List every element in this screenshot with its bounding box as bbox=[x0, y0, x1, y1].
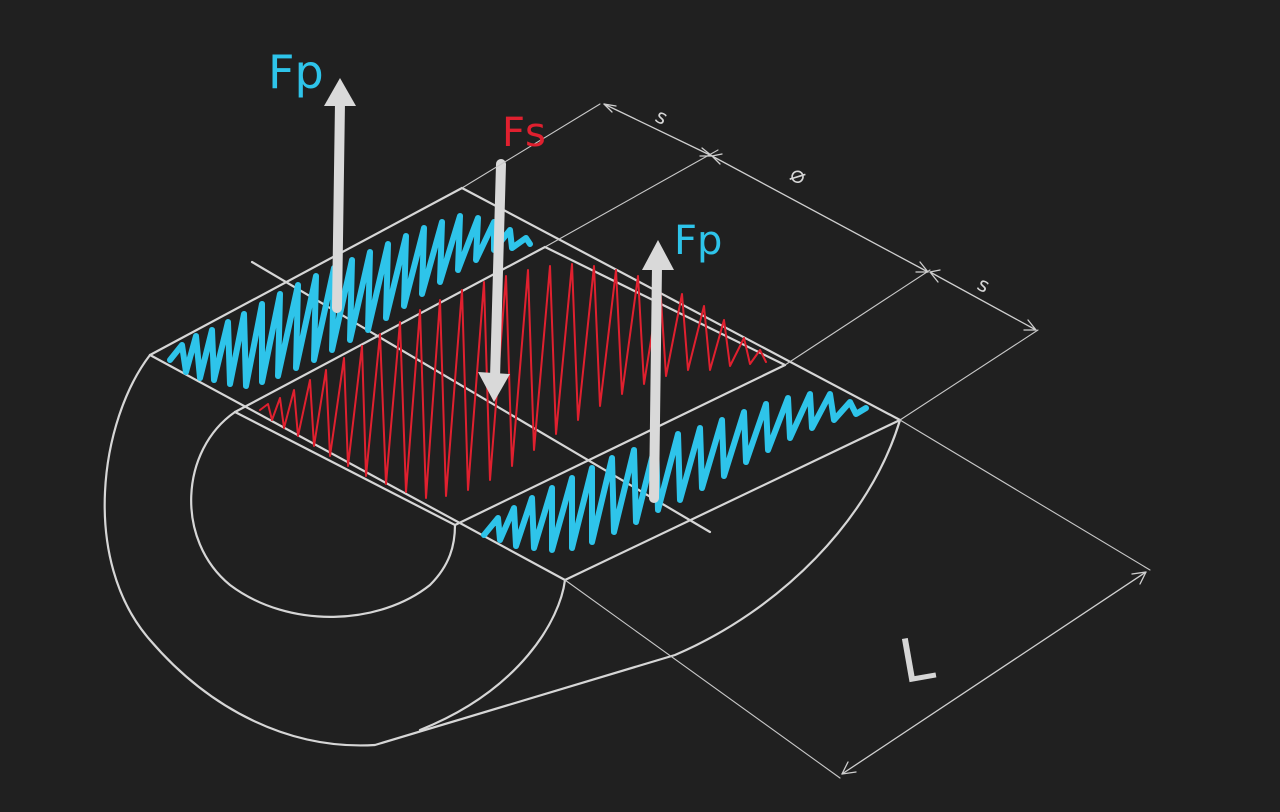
label-fp-left: Fp bbox=[268, 45, 324, 99]
contact-pressure-band-left bbox=[167, 213, 533, 389]
shear-stress-band bbox=[259, 263, 767, 499]
label-dim-s-top: s bbox=[652, 104, 672, 130]
lower-side-edge bbox=[418, 578, 567, 732]
label-dim-diameter: ⌀ bbox=[786, 159, 812, 191]
dimension-s-right bbox=[929, 269, 1037, 331]
label-fs: Fs bbox=[502, 110, 546, 156]
lug-body bbox=[103, 353, 902, 747]
outer-rounded-edge bbox=[103, 353, 902, 747]
force-arrow-fp-left bbox=[324, 78, 356, 313]
label-dim-s-right: s bbox=[974, 272, 994, 298]
dimension-diameter bbox=[711, 153, 929, 273]
force-arrow-fs bbox=[478, 159, 510, 402]
label-dim-length: L bbox=[894, 623, 940, 698]
dimension-extension-lines bbox=[461, 103, 1151, 779]
force-arrow-fp-right bbox=[642, 240, 674, 503]
contact-pressure-band-right bbox=[481, 391, 869, 553]
inner-hole-edge bbox=[190, 410, 457, 618]
dimension-length bbox=[841, 571, 1147, 775]
label-fp-right: Fp bbox=[674, 218, 722, 264]
